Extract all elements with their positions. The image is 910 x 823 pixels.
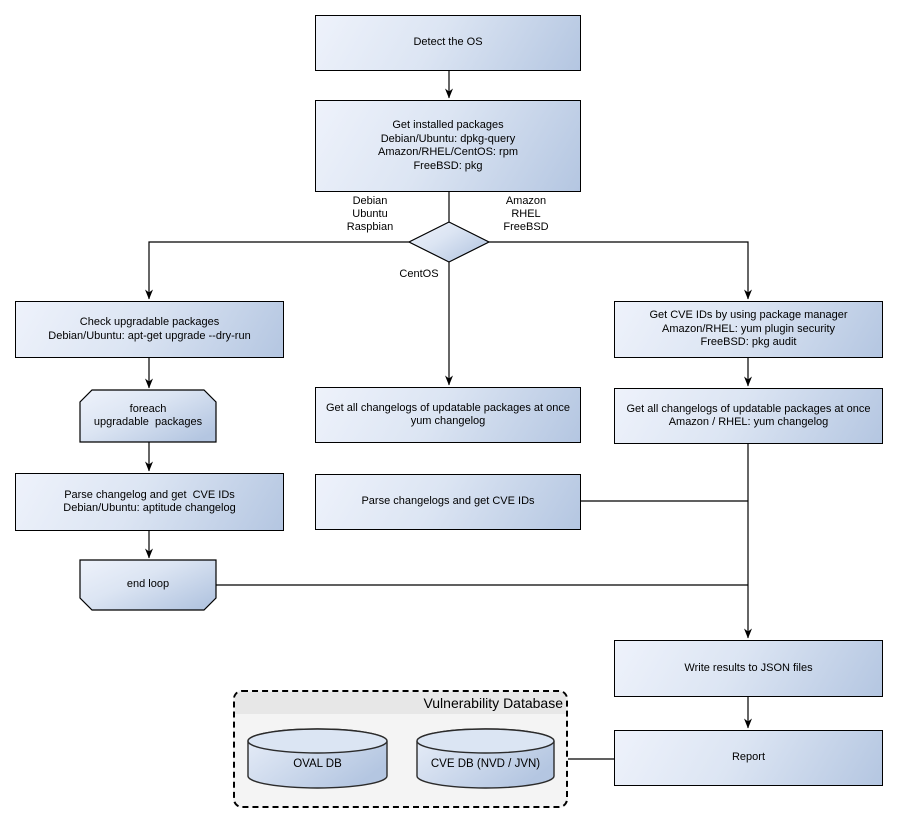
end-loop-shape (79, 559, 217, 611)
foreach-loop-shape (79, 389, 217, 443)
database-cylinders (247, 728, 555, 789)
branch-label-centos: CentOS (399, 268, 439, 280)
node-get-changelogs-amazon: Get all changelogs of updatable packages… (614, 388, 883, 444)
node-write-results-json: Write results to JSON files (614, 640, 883, 697)
vulnerability-database-header: Vulnerability Database (235, 692, 566, 714)
node-parse-changelog-debian: Parse changelog and get CVE IDs Debian/U… (15, 473, 284, 531)
branch-label-amazon: Amazon RHEL FreeBSD (503, 195, 549, 234)
node-get-installed-packages: Get installed packages Debian/Ubuntu: dp… (315, 100, 581, 192)
oval-db-cylinder-top (247, 728, 388, 754)
edge-decision-amazon (489, 241, 752, 300)
end-loop-label: end loop (126, 578, 170, 591)
cve-db-cylinder-top (416, 728, 555, 754)
branch-label-debian: Debian Ubuntu Raspbian (346, 195, 394, 234)
node-detect-os: Detect the OS (315, 15, 581, 71)
connectors (145, 71, 752, 760)
node-get-changelogs-centos: Get all changelogs of updatable packages… (315, 387, 581, 443)
oval-db-label: OVAL DB (293, 758, 342, 770)
foreach-loop-label: foreach upgradable packages (93, 402, 203, 429)
edge-decision-debian (145, 241, 409, 300)
vulnerability-database-title: Vulnerability Database (423, 695, 563, 711)
cve-db-label: CVE DB (NVD / JVN) (430, 758, 541, 770)
node-report: Report (614, 730, 883, 786)
node-check-upgradable-packages: Check upgradable packages Debian/Ubuntu:… (15, 301, 284, 358)
node-get-cve-ids-package-manager: Get CVE IDs by using package manager Ama… (614, 301, 883, 358)
node-parse-changelogs-centos: Parse changelogs and get CVE IDs (315, 474, 581, 530)
os-decision-diamond (407, 221, 491, 263)
